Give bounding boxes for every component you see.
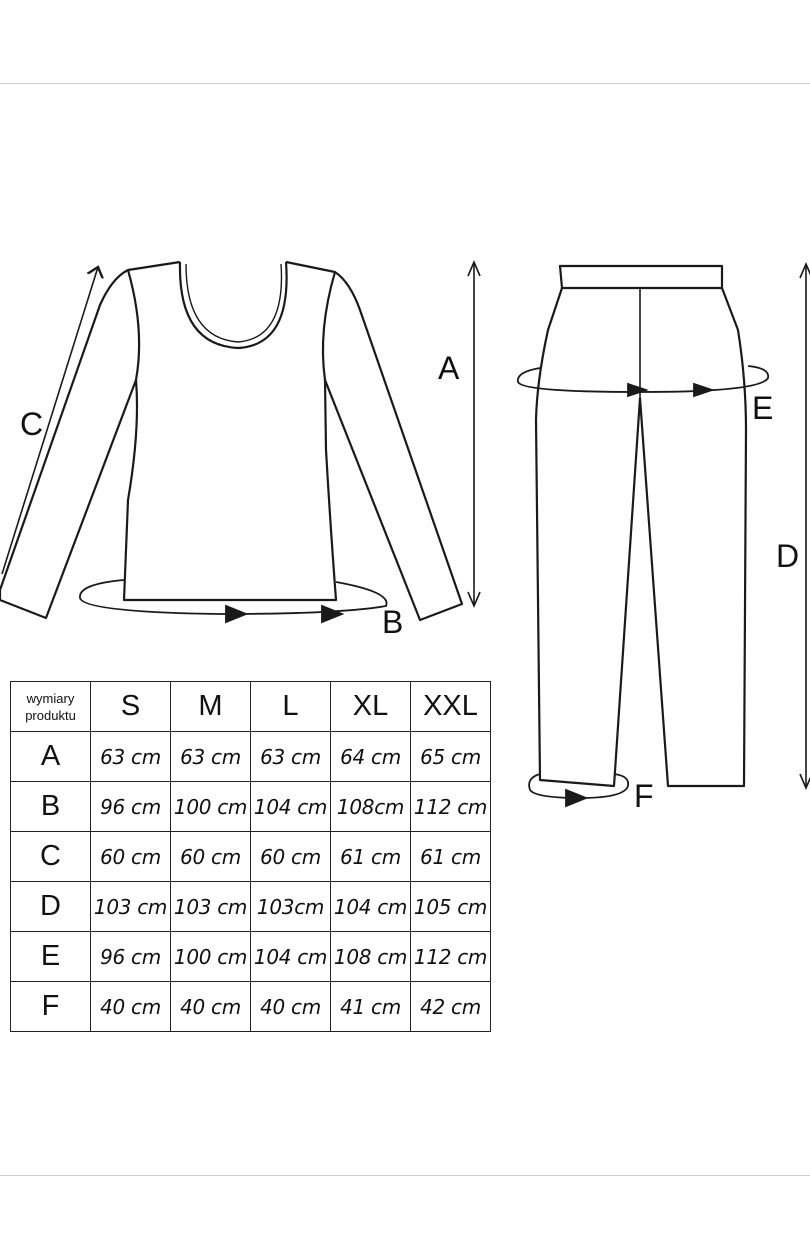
size-header: XL — [330, 681, 411, 732]
table-cell: 41 cm — [330, 981, 411, 1032]
top-garment-outline — [0, 260, 464, 622]
label-e: E — [752, 390, 774, 426]
table-cell: 63 cm — [170, 731, 251, 782]
row-label: F — [10, 981, 91, 1032]
table-cell: 96 cm — [90, 781, 171, 832]
label-c: C — [20, 406, 44, 442]
table-cell: 63 cm — [250, 731, 331, 782]
size-header: M — [170, 681, 251, 732]
table-cell: 104 cm — [250, 931, 331, 982]
table-cell: 104 cm — [250, 781, 331, 832]
row-label: D — [10, 881, 91, 932]
table-cell: 96 cm — [90, 931, 171, 982]
table-cell: 60 cm — [90, 831, 171, 882]
table-cell: 40 cm — [90, 981, 171, 1032]
table-header-row: wymiary produktu S M L XL XXL — [10, 681, 491, 732]
table-row: D 103 cm 103 cm 103cm 104 cm 105 cm — [10, 881, 491, 932]
table-cell: 103cm — [250, 881, 331, 932]
size-header: L — [250, 681, 331, 732]
table-cell: 60 cm — [170, 831, 251, 882]
table-cell: 103 cm — [90, 881, 171, 932]
row-label: E — [10, 931, 91, 982]
table-row: B 96 cm 100 cm 104 cm 108cm 112 cm — [10, 781, 491, 832]
table-corner-label: wymiary produktu — [10, 681, 91, 732]
measure-e-arrow — [517, 365, 770, 398]
table-row: A 63 cm 63 cm 63 cm 64 cm 65 cm — [10, 731, 491, 782]
label-b: B — [382, 604, 404, 640]
table-row: F 40 cm 40 cm 40 cm 41 cm 42 cm — [10, 981, 491, 1032]
table-cell: 60 cm — [250, 831, 331, 882]
table-cell: 40 cm — [250, 981, 331, 1032]
label-f: F — [634, 778, 654, 814]
bottom-divider — [0, 1175, 810, 1176]
table-row: C 60 cm 60 cm 60 cm 61 cm 61 cm — [10, 831, 491, 882]
size-header: XXL — [410, 681, 491, 732]
table-cell: 65 cm — [410, 731, 491, 782]
size-table: wymiary produktu S M L XL XXL A 63 cm 63… — [10, 681, 491, 1032]
table-cell: 104 cm — [330, 881, 411, 932]
measure-b-arrow — [79, 579, 388, 624]
table-cell: 40 cm — [170, 981, 251, 1032]
table-cell: 112 cm — [410, 781, 491, 832]
top-divider — [0, 83, 810, 84]
measure-d-arrow — [799, 261, 810, 791]
row-label: C — [10, 831, 91, 882]
measure-f-arrow — [528, 773, 630, 808]
table-cell: 61 cm — [410, 831, 491, 882]
table-cell: 112 cm — [410, 931, 491, 982]
table-cell: 100 cm — [170, 781, 251, 832]
table-cell: 103 cm — [170, 881, 251, 932]
table-cell: 108 cm — [330, 931, 411, 982]
row-label: B — [10, 781, 91, 832]
table-cell: 63 cm — [90, 731, 171, 782]
label-a: A — [438, 350, 460, 386]
table-cell: 108cm — [330, 781, 411, 832]
measure-a-arrow — [467, 259, 481, 609]
table-cell: 42 cm — [410, 981, 491, 1032]
row-label: A — [10, 731, 91, 782]
table-cell: 61 cm — [330, 831, 411, 882]
table-cell: 64 cm — [330, 731, 411, 782]
size-header: S — [90, 681, 171, 732]
pants-garment-outline — [534, 264, 748, 788]
label-d: D — [776, 538, 800, 574]
measure-c-arrow — [1, 267, 98, 575]
table-cell: 100 cm — [170, 931, 251, 982]
table-cell: 105 cm — [410, 881, 491, 932]
table-row: E 96 cm 100 cm 104 cm 108 cm 112 cm — [10, 931, 491, 982]
